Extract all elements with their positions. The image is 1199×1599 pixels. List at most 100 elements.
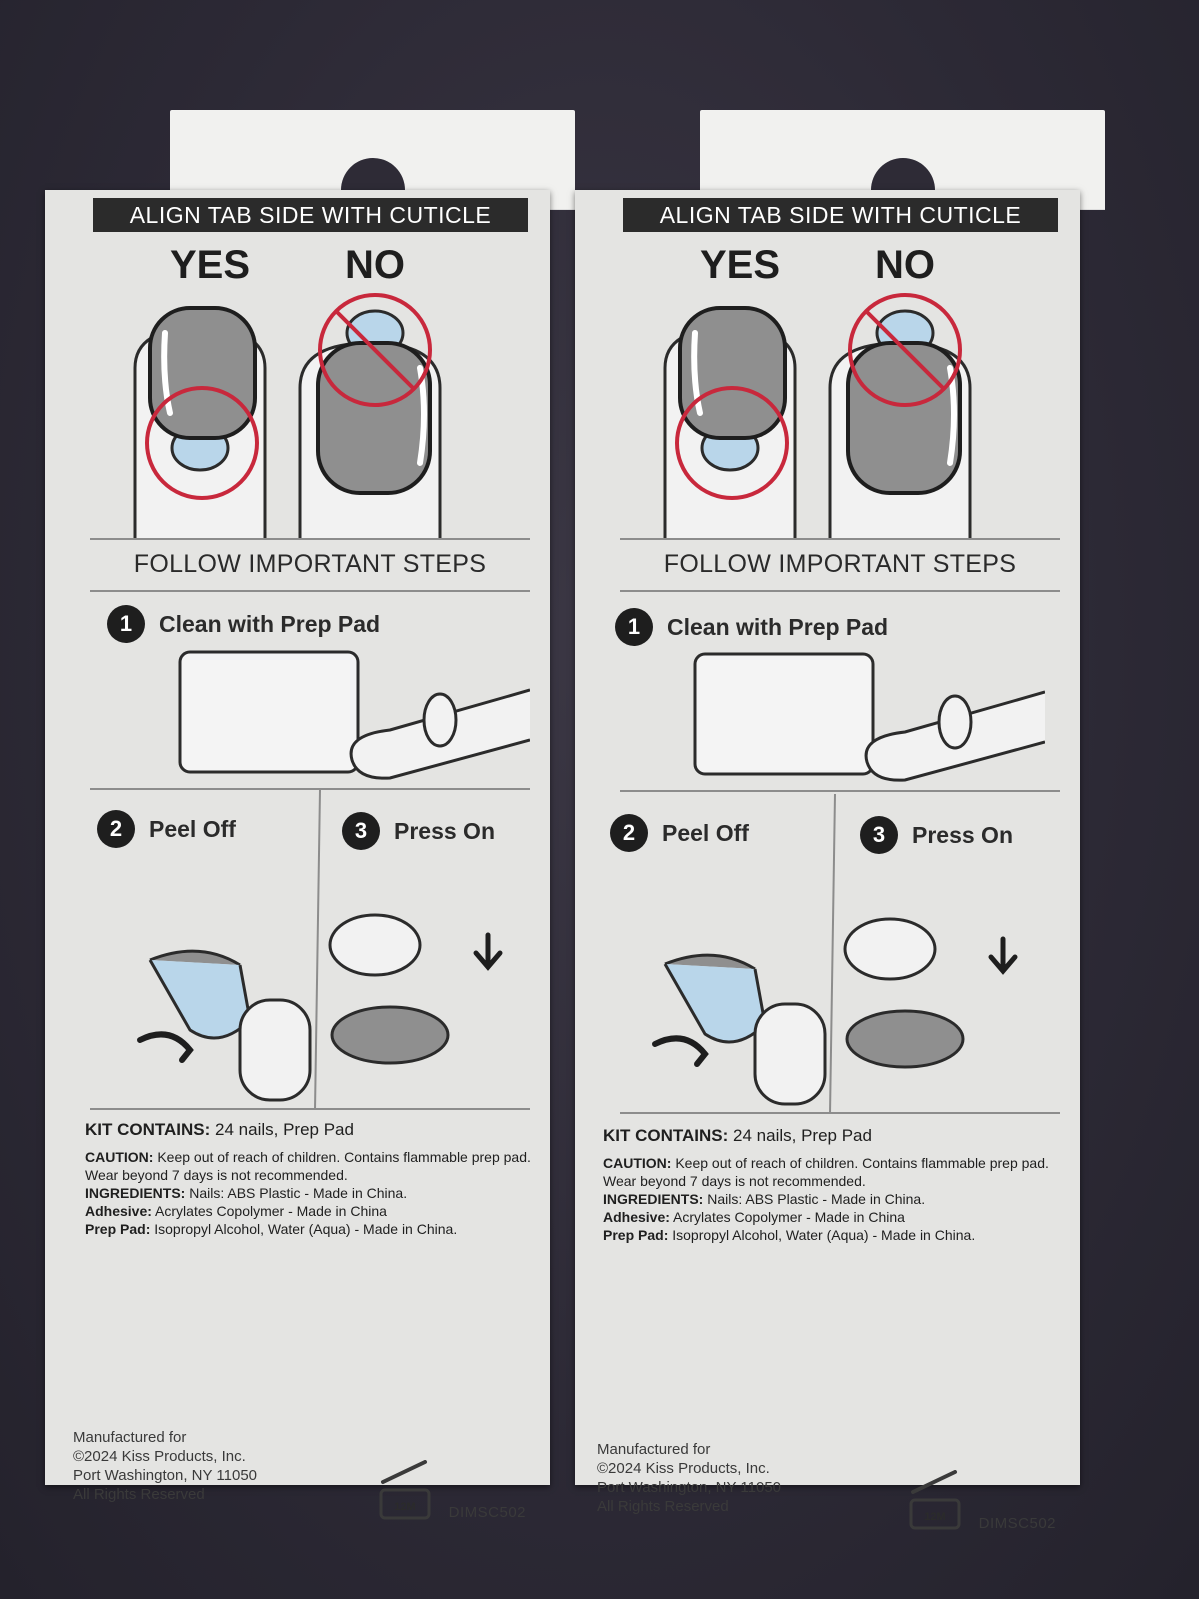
- step2-title: 2 Peel Off: [97, 810, 236, 848]
- down-arrow-icon: [988, 936, 1018, 975]
- step3-number: 3: [860, 816, 898, 854]
- thumb: [753, 1002, 827, 1106]
- divider: [90, 788, 530, 790]
- prep-text: Isopropyl Alcohol, Water (Aqua) - Made i…: [672, 1227, 976, 1243]
- kit-label: KIT CONTAINS:: [603, 1126, 729, 1145]
- peel-tab: [148, 959, 252, 1040]
- peel-press-illustration: [137, 790, 503, 1110]
- prep-label: Prep Pad:: [603, 1227, 669, 1243]
- product-code: DIMSC502: [448, 1504, 526, 1521]
- pao-label: 12M: [394, 1501, 415, 1513]
- kit-value: 24 nails, Prep Pad: [733, 1126, 872, 1145]
- down-arrow-icon: [473, 932, 503, 971]
- step2-number: 2: [97, 810, 135, 848]
- divider: [620, 790, 1060, 792]
- yes-label: YES: [170, 243, 250, 287]
- kit-info: KIT CONTAINS: 24 nails, Prep Pad CAUTION…: [85, 1120, 535, 1238]
- no-label: NO: [345, 243, 405, 287]
- step3-label: Press On: [912, 821, 1013, 848]
- highlight-circle-icon: [675, 386, 789, 500]
- step3-title: 3 Press On: [342, 812, 495, 850]
- ingredients-label: INGREDIENTS:: [85, 1185, 186, 1201]
- prep-text: Isopropyl Alcohol, Water (Aqua) - Made i…: [154, 1221, 458, 1237]
- step2-title: 2 Peel Off: [610, 814, 749, 852]
- product-code: DIMSC502: [978, 1515, 1056, 1532]
- peel-press-illustration: [652, 794, 1018, 1114]
- prep-pad: [693, 652, 875, 776]
- divider: [620, 538, 1060, 540]
- yes-no-illustration: YES NO: [663, 243, 972, 538]
- pao-jar-icon: 12M: [909, 1470, 961, 1530]
- step1-number: 1: [615, 608, 653, 646]
- no-label: NO: [875, 243, 935, 287]
- step2-label: Peel Off: [149, 815, 236, 842]
- ingredients-text: Nails: ABS Plastic - Made in China.: [707, 1191, 926, 1207]
- curved-arrow-icon: [652, 1035, 709, 1067]
- yes-label: YES: [700, 243, 780, 287]
- step1-title: 1 Clean with Prep Pad: [615, 608, 888, 646]
- mfg-line: Port Washington, NY 11050: [73, 1467, 257, 1484]
- kit-label: KIT CONTAINS:: [85, 1120, 211, 1139]
- divider: [90, 1108, 530, 1110]
- no-sign-icon: [848, 293, 962, 407]
- step2-label: Peel Off: [662, 819, 749, 846]
- pressing-finger: [328, 913, 422, 977]
- align-banner: ALIGN TAB SIDE WITH CUTICLE: [93, 198, 528, 232]
- package-left: ALIGN TAB SIDE WITH CUTICLE YES NO FOLLO…: [45, 110, 575, 1521]
- prep-pad-illustration: [693, 652, 1045, 782]
- nail-yes: [678, 306, 787, 440]
- thumb: [238, 998, 312, 1102]
- pao-label: 12M: [924, 1511, 945, 1523]
- step3-label: Press On: [394, 817, 495, 844]
- mfg-line: All Rights Reserved: [597, 1498, 729, 1515]
- kit-value: 24 nails, Prep Pad: [215, 1120, 354, 1139]
- prep-label: Prep Pad:: [85, 1221, 151, 1237]
- mfg-line: Manufactured for: [73, 1429, 187, 1446]
- adhesive-label: Adhesive:: [85, 1203, 152, 1219]
- mfg-line: ©2024 Kiss Products, Inc.: [597, 1460, 770, 1477]
- caution-label: CAUTION:: [603, 1155, 672, 1171]
- divider: [90, 538, 530, 540]
- caution-text: Keep out of reach of children. Contains …: [85, 1149, 531, 1183]
- divider: [620, 590, 1060, 592]
- mfg-line: Port Washington, NY 11050: [597, 1479, 781, 1496]
- step2-number: 2: [610, 814, 648, 852]
- curved-arrow-icon: [137, 1031, 194, 1063]
- caution-label: CAUTION:: [85, 1149, 154, 1165]
- step1-label: Clean with Prep Pad: [159, 610, 381, 637]
- nail-no: [316, 341, 432, 495]
- mfg-line: All Rights Reserved: [73, 1486, 205, 1503]
- nail-yes: [148, 306, 257, 440]
- nail-no: [846, 341, 962, 495]
- step1-number: 1: [107, 605, 145, 643]
- adhesive-text: Acrylates Copolymer - Made in China: [155, 1203, 387, 1219]
- prep-pad-illustration: [178, 650, 530, 780]
- package-back-panel: ALIGN TAB SIDE WITH CUTICLE YES NO FOLLO…: [45, 190, 550, 1521]
- package-right: ALIGN TAB SIDE WITH CUTICLE YES NO FOLLO…: [575, 110, 1105, 1532]
- peel-tab: [663, 963, 767, 1044]
- manufacturer-info: Manufactured for ©2024 Kiss Products, In…: [73, 1428, 257, 1504]
- ingredients-label: INGREDIENTS:: [603, 1191, 704, 1207]
- package-back-panel: ALIGN TAB SIDE WITH CUTICLE YES NO FOLLO…: [575, 190, 1080, 1532]
- adhesive-text: Acrylates Copolymer - Made in China: [673, 1209, 905, 1225]
- mfg-line: Manufactured for: [597, 1441, 711, 1458]
- divider: [90, 590, 530, 592]
- step3-number: 3: [342, 812, 380, 850]
- press-nail: [845, 1009, 965, 1069]
- adhesive-label: Adhesive:: [603, 1209, 670, 1225]
- yes-no-illustration: YES NO: [133, 243, 442, 538]
- highlight-circle-icon: [145, 386, 259, 500]
- step1-label: Clean with Prep Pad: [667, 613, 889, 640]
- ingredients-text: Nails: ABS Plastic - Made in China.: [189, 1185, 408, 1201]
- prep-pad: [178, 650, 360, 774]
- step3-title: 3 Press On: [860, 816, 1013, 854]
- align-banner: ALIGN TAB SIDE WITH CUTICLE: [623, 198, 1058, 232]
- caution-text: Keep out of reach of children. Contains …: [603, 1155, 1049, 1189]
- kit-info: KIT CONTAINS: 24 nails, Prep Pad CAUTION…: [603, 1126, 1053, 1244]
- steps-heading: FOLLOW IMPORTANT STEPS: [133, 550, 487, 578]
- divider: [620, 1112, 1060, 1114]
- pao-jar-icon: 12M: [379, 1460, 431, 1520]
- mfg-line: ©2024 Kiss Products, Inc.: [73, 1448, 246, 1465]
- steps-heading: FOLLOW IMPORTANT STEPS: [663, 550, 1017, 578]
- manufacturer-info: Manufactured for ©2024 Kiss Products, In…: [597, 1440, 781, 1516]
